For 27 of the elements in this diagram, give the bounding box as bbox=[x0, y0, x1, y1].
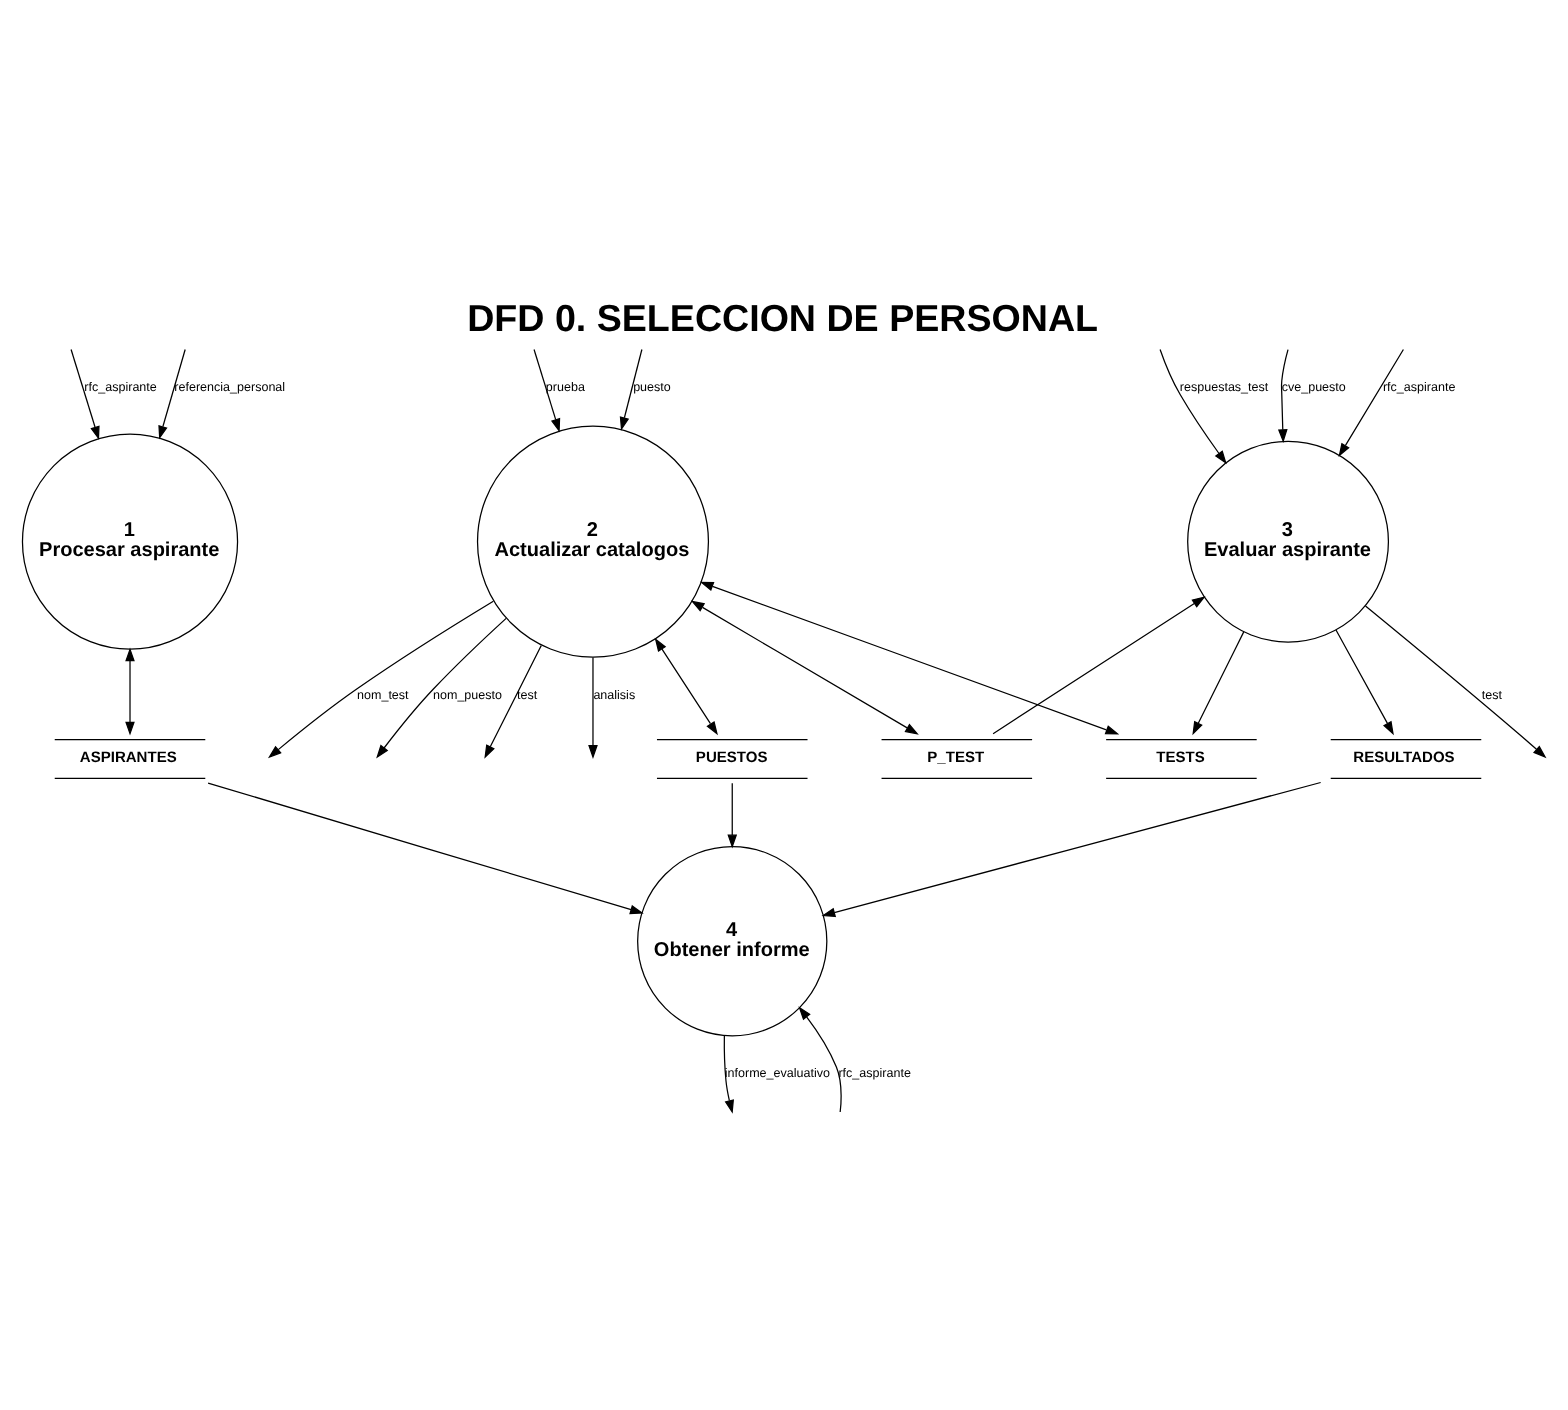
arrow bbox=[1277, 348, 1289, 444]
arrow bbox=[699, 581, 1120, 735]
node-circle: 4 Obtener informe bbox=[637, 846, 828, 1037]
arrow bbox=[1192, 631, 1245, 736]
arrow bbox=[484, 645, 542, 759]
arrow bbox=[619, 348, 643, 431]
arrow bbox=[1159, 348, 1227, 465]
arrow bbox=[690, 600, 919, 735]
arrow bbox=[267, 600, 494, 759]
arrow bbox=[125, 647, 135, 736]
node-circle: 1 Procesar aspirante bbox=[21, 433, 239, 650]
arrow bbox=[1364, 605, 1547, 759]
arrow bbox=[654, 637, 718, 736]
arrow bbox=[821, 781, 1322, 918]
arrow bbox=[798, 1006, 842, 1113]
arrow bbox=[376, 617, 507, 759]
arrow bbox=[1338, 348, 1405, 457]
diagram-title: DFD 0. SELECCION DE PERSONAL bbox=[467, 296, 1099, 339]
arrow bbox=[207, 782, 644, 915]
arrow bbox=[70, 348, 100, 441]
arrow bbox=[992, 596, 1206, 735]
arrow bbox=[1335, 629, 1394, 736]
arrow bbox=[588, 656, 598, 759]
arrow bbox=[533, 348, 561, 433]
arrow bbox=[723, 1034, 734, 1114]
arrow bbox=[727, 782, 738, 849]
arrow bbox=[158, 348, 186, 440]
